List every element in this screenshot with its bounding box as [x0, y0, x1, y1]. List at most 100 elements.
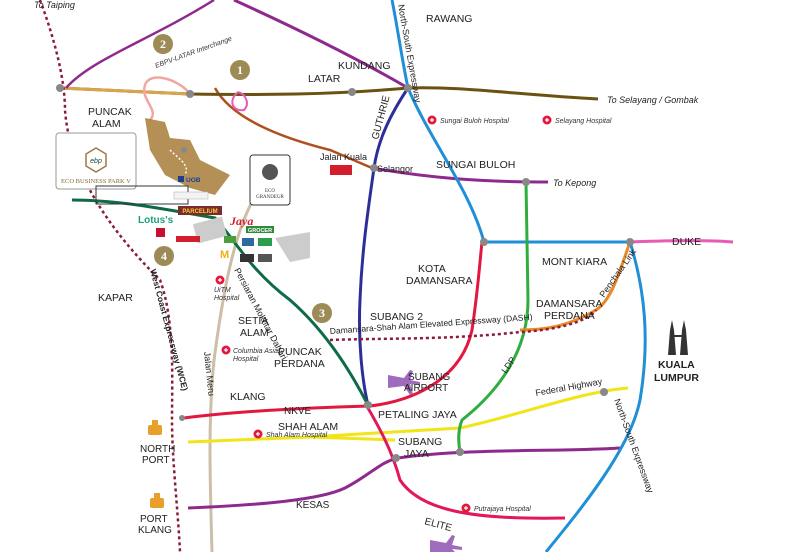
- road-purple-interchange: [213, 87, 373, 170]
- petronas-towers-icon: [668, 320, 688, 355]
- svg-text:GROCER: GROCER: [248, 228, 272, 234]
- label-kundang: KUNDANG: [338, 60, 391, 72]
- road-purple-puncak: [65, 0, 215, 89]
- label-klang: KLANG: [230, 391, 266, 403]
- brand-logo-small-3: [258, 238, 272, 246]
- svg-text:4: 4: [161, 249, 167, 263]
- label-nkve: NKVE: [284, 406, 312, 417]
- development-area: [145, 118, 230, 195]
- road-latar-west: [59, 86, 191, 96]
- label-selangor: Selangor: [377, 164, 413, 174]
- lotus-logo: Lotus's: [138, 215, 174, 226]
- uob-logo: UOB: [178, 176, 201, 184]
- label-jalan-kuala: Jalan Kuala: [320, 152, 367, 162]
- svg-text:Hospital: Hospital: [214, 295, 240, 302]
- label-subang-2: SUBANG 2: [370, 311, 423, 323]
- built-area: [192, 216, 228, 244]
- label-kapar: KAPAR: [98, 292, 133, 304]
- road-blue-link: [484, 226, 560, 242]
- label-rawang: RAWANG: [426, 13, 472, 25]
- ship-icon-north-port: [148, 420, 162, 435]
- access-path: [169, 149, 187, 176]
- svg-text:ALAM: ALAM: [240, 327, 269, 339]
- jaya-grocer-logo: Jaya GROCER: [229, 214, 274, 234]
- label-penchala-link: Penchala Link: [597, 247, 638, 299]
- svg-text:PORT: PORT: [142, 455, 170, 466]
- road-dash: [329, 309, 598, 342]
- svg-text:Hospital: Hospital: [233, 356, 259, 363]
- marker-3: 3: [312, 303, 332, 323]
- road-ldp: [457, 181, 530, 453]
- label-sungai-buloh-hospital: Sungai Buloh Hospital: [440, 118, 509, 125]
- label-elite: ELITE: [423, 516, 453, 534]
- svg-text:3: 3: [319, 306, 325, 320]
- brand-logo-small: [224, 236, 236, 243]
- road-duke: [629, 239, 734, 244]
- interchange-loop: [142, 76, 192, 121]
- label-puncak-alam: PUNCAK: [88, 106, 132, 118]
- label-puncak-perdana: PUNCAK: [278, 346, 322, 358]
- svg-text:KLANG: KLANG: [138, 525, 172, 536]
- built-area-2: [275, 232, 310, 262]
- svg-text:2: 2: [160, 37, 166, 51]
- airplane-icon: [388, 370, 420, 395]
- road-nkve: [183, 241, 484, 420]
- brand-logo-red: [176, 236, 200, 242]
- svg-text:PERDANA: PERDANA: [274, 358, 325, 370]
- svg-text:ALAM: ALAM: [92, 118, 121, 130]
- marker-4: 4: [154, 246, 174, 266]
- road-latar: [59, 86, 599, 101]
- svg-text:PERDANA: PERDANA: [544, 310, 595, 322]
- label-to-kepong: To Kepong: [553, 178, 596, 188]
- label-selayang-hospital: Selayang Hospital: [555, 118, 612, 125]
- label-subang-airport: SUBANG: [408, 372, 450, 383]
- label-port-klang: PORT: [140, 514, 168, 525]
- label-shah-alam: SHAH ALAM: [278, 421, 338, 433]
- svg-text:1: 1: [237, 63, 243, 77]
- road-guthrie: [357, 87, 410, 406]
- svg-text:AIRPORT: AIRPORT: [404, 383, 448, 394]
- selgate-logo: [330, 165, 352, 175]
- airplane-icon-2: [430, 535, 462, 552]
- marker-1: 1: [230, 60, 250, 80]
- svg-text:ECO: ECO: [265, 189, 275, 194]
- svg-text:DAMANSARA: DAMANSARA: [406, 275, 473, 287]
- svg-text:Lotus's: Lotus's: [138, 215, 174, 226]
- label-to-taiping: To Taiping: [34, 0, 75, 10]
- svg-text:JAYA: JAYA: [404, 448, 429, 460]
- road-elite: [363, 402, 566, 520]
- svg-text:PARCELIUM: PARCELIUM: [182, 209, 217, 215]
- road-kesas: [187, 446, 621, 510]
- ebp-monogram: ebp: [90, 158, 102, 165]
- svg-text:UOB: UOB: [186, 177, 201, 184]
- label-kuala-lumpur: KUALA: [658, 359, 695, 371]
- label-west-coast-expressway: West Coast Expressway (WCE): [148, 268, 190, 392]
- hospital-icon: [215, 115, 552, 513]
- eco-business-park-v-card: ebp ECO BUSINESS PARK V: [55, 132, 137, 190]
- label-shah-alam-hospital: Shah Alam Hospital: [266, 432, 328, 439]
- svg-text:GRANDEUR: GRANDEUR: [256, 195, 284, 200]
- label-north-port: NORTH: [140, 444, 175, 455]
- mcdonalds-logo: M: [220, 249, 229, 261]
- ebp-name: ECO BUSINESS PARK V: [61, 178, 131, 185]
- label-latar: LATAR: [308, 73, 341, 85]
- brand-logo-dark-2: [258, 254, 272, 262]
- label-putrajaya-hospital: Putrajaya Hospital: [474, 506, 531, 513]
- label-sungai-buloh: SUNGAI BULOH: [436, 159, 515, 171]
- label-subang-jaya: SUBANG: [398, 436, 442, 448]
- label-columbia-asia-hospital: Columbia Asia: [233, 348, 278, 355]
- ship-icon-port-klang: [150, 493, 164, 508]
- label-nse-right: North-South Expressway: [612, 397, 656, 494]
- label-setia-alam: SETIA: [238, 315, 268, 327]
- brand-logo-box: [173, 191, 209, 200]
- label-damansara-perdana: DAMANSARA: [536, 298, 603, 310]
- label-uitm-hospital: UiTM: [214, 287, 231, 294]
- brand-logo-dark: [240, 254, 254, 262]
- brand-logo-small-2: [242, 238, 254, 246]
- road-purple-top: [233, 0, 409, 90]
- eco-grandeur-card: ECO GRANDEUR: [249, 154, 291, 206]
- svg-text:LUMPUR: LUMPUR: [654, 372, 699, 384]
- interchange-nodes: [56, 84, 634, 462]
